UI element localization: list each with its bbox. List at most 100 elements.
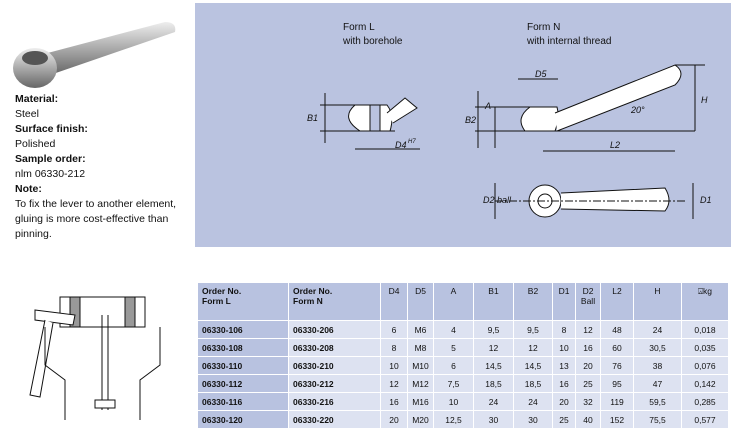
table-cell: 06330-212 <box>288 374 381 393</box>
table-cell: 0,076 <box>681 356 729 375</box>
table-cell: 24 <box>633 320 682 339</box>
table-cell: 48 <box>600 320 634 339</box>
column-header: ⍓kg <box>681 282 729 321</box>
table-cell: 14,5 <box>513 356 553 375</box>
table-cell: 8 <box>380 338 408 357</box>
header-text: Form L <box>202 296 231 306</box>
table-cell: 59,5 <box>633 392 682 411</box>
table-cell: 13 <box>552 356 576 375</box>
table-cell: 24 <box>513 392 553 411</box>
surface-value: Polished <box>15 138 56 150</box>
dim-h: H <box>701 95 708 105</box>
table-cell: 06330-108 <box>197 338 289 357</box>
table-cell: M8 <box>407 338 434 357</box>
table-cell: 24 <box>473 392 514 411</box>
header-text: D1 <box>558 286 570 296</box>
table-cell: 47 <box>633 374 682 393</box>
table-cell: M10 <box>407 356 434 375</box>
column-header: H <box>633 282 682 321</box>
table-cell: 06330-206 <box>288 320 381 339</box>
column-header: B1 <box>473 282 514 321</box>
table-cell: 18,5 <box>473 374 514 393</box>
table-cell: 14,5 <box>473 356 514 375</box>
header-text: Order No. <box>293 286 333 296</box>
spec-list: Material: Steel Surface finish: Polished… <box>15 92 190 242</box>
column-header: A <box>433 282 474 321</box>
column-header: Order No.Form L <box>197 282 289 321</box>
column-header: D5 <box>407 282 434 321</box>
header-text: D4 <box>388 286 400 296</box>
dim-ball: ball <box>497 195 512 205</box>
table-cell: 10 <box>433 392 474 411</box>
dim-d1: D1 <box>700 195 712 205</box>
table-cell: 20 <box>575 356 601 375</box>
table-cell: 30,5 <box>633 338 682 357</box>
dim-b2: B2 <box>465 115 476 125</box>
header-text: Ball <box>580 296 596 306</box>
header-text: D5 <box>415 286 426 296</box>
table-cell: 06330-216 <box>288 392 381 411</box>
table-cell: 12 <box>575 320 601 339</box>
column-header: D4 <box>380 282 408 321</box>
header-text: A <box>450 286 457 296</box>
table-cell: 0,018 <box>681 320 729 339</box>
header-text: Form N <box>293 296 323 306</box>
table-cell: 06330-110 <box>197 356 289 375</box>
table-cell: 6 <box>380 320 408 339</box>
technical-drawing: B1 D4 H7 D5 A B2 H 20° L2 D2 ball D1 <box>307 64 712 219</box>
table-cell: 6 <box>433 356 474 375</box>
table-cell: 10 <box>552 338 576 357</box>
table-cell: 38 <box>633 356 682 375</box>
dim-angle: 20° <box>630 105 645 115</box>
table-cell: 9,5 <box>473 320 514 339</box>
product-photo <box>13 22 176 88</box>
dim-d5: D5 <box>535 69 547 79</box>
header-text: Order No. <box>202 286 242 296</box>
table-cell: 16 <box>552 374 576 393</box>
table-cell: 32 <box>575 392 601 411</box>
column-header: B2 <box>513 282 553 321</box>
material-label: Material: <box>15 93 59 105</box>
table-cell: 9,5 <box>513 320 553 339</box>
sample-label: Sample order: <box>15 153 86 165</box>
table-cell: 60 <box>600 338 634 357</box>
surface-label: Surface finish: <box>15 123 88 135</box>
header-text: B2 <box>527 286 539 296</box>
header-text: D2 <box>582 286 594 296</box>
table-cell: 12 <box>380 374 408 393</box>
table-cell: 7,5 <box>433 374 474 393</box>
dim-b1: B1 <box>307 113 318 123</box>
table-cell: 0,035 <box>681 338 729 357</box>
table-cell: 119 <box>600 392 634 411</box>
table-cell: 20 <box>552 392 576 411</box>
table-cell: M12 <box>407 374 434 393</box>
table-cell: 06330-116 <box>197 392 289 411</box>
table-cell: 12 <box>473 338 514 357</box>
note-label: Note: <box>15 183 42 195</box>
dim-d4: D4 <box>395 140 407 150</box>
table-cell: 25 <box>575 374 601 393</box>
column-header: D1 <box>552 282 576 321</box>
column-header: Order No.Form N <box>288 282 381 321</box>
table-cell: 18,5 <box>513 374 553 393</box>
table-cell: 0,142 <box>681 374 729 393</box>
table-cell: 10 <box>380 356 408 375</box>
table-cell: M16 <box>407 392 434 411</box>
table-cell: 8 <box>552 320 576 339</box>
application-drawing <box>29 296 161 420</box>
header-text: B1 <box>488 286 499 296</box>
table-cell: 06330-210 <box>288 356 381 375</box>
header-text: ⍓kg <box>697 286 713 296</box>
table-cell: M6 <box>407 320 434 339</box>
table-cell: 16 <box>575 338 601 357</box>
note-value: To fix the lever to another element, glu… <box>15 198 177 240</box>
